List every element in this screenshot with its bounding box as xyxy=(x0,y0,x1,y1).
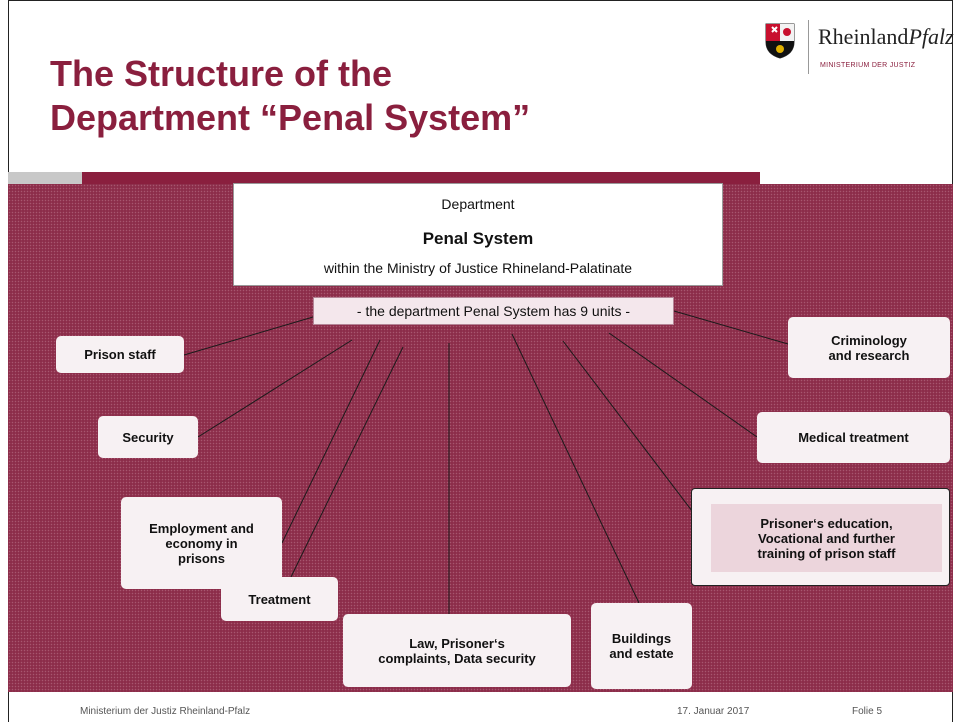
slide-title: The Structure of the Department “Penal S… xyxy=(50,52,690,140)
department-label: Department xyxy=(441,196,515,212)
title-line-2: Department “Penal System” xyxy=(50,97,531,138)
unit-buildings: Buildings and estate xyxy=(591,603,692,689)
department-box: Department Penal System within the Minis… xyxy=(233,183,723,286)
unit-prison-staff: Prison staff xyxy=(56,336,184,373)
unit-employment: Employment and economy in prisons xyxy=(121,497,282,589)
title-line-1: The Structure of the xyxy=(50,53,393,94)
unit-law: Law, Prisoner‘s complaints, Data securit… xyxy=(343,614,571,687)
unit-criminology: Criminology and research xyxy=(788,317,950,378)
department-context: within the Ministry of Justice Rhineland… xyxy=(323,260,633,276)
footer-page: Folie 5 xyxy=(852,706,883,717)
department-name: Penal System xyxy=(422,229,534,248)
footer-date: 17. Januar 2017 xyxy=(677,706,750,717)
coat-of-arms-icon xyxy=(765,23,795,59)
accent-bar-grey xyxy=(8,172,82,184)
units-count-label: - the department Penal System has 9 unit… xyxy=(313,297,674,325)
unit-medical: Medical treatment xyxy=(757,412,950,463)
unit-education: Prisoner‘s education, Vocational and fur… xyxy=(711,504,942,572)
footer-ministry: Ministerium der Justiz Rheinland-Pfalz xyxy=(80,706,251,717)
accent-bar-red xyxy=(82,172,760,184)
logo-name: RheinlandPfalz xyxy=(818,24,954,49)
ministry-logo: RheinlandPfalz MINISTERIUM DER JUSTIZ xyxy=(764,18,954,78)
logo-subtitle: MINISTERIUM DER JUSTIZ xyxy=(820,62,916,69)
logo-separator xyxy=(808,20,809,74)
unit-security: Security xyxy=(98,416,198,458)
unit-treatment: Treatment xyxy=(221,577,338,621)
